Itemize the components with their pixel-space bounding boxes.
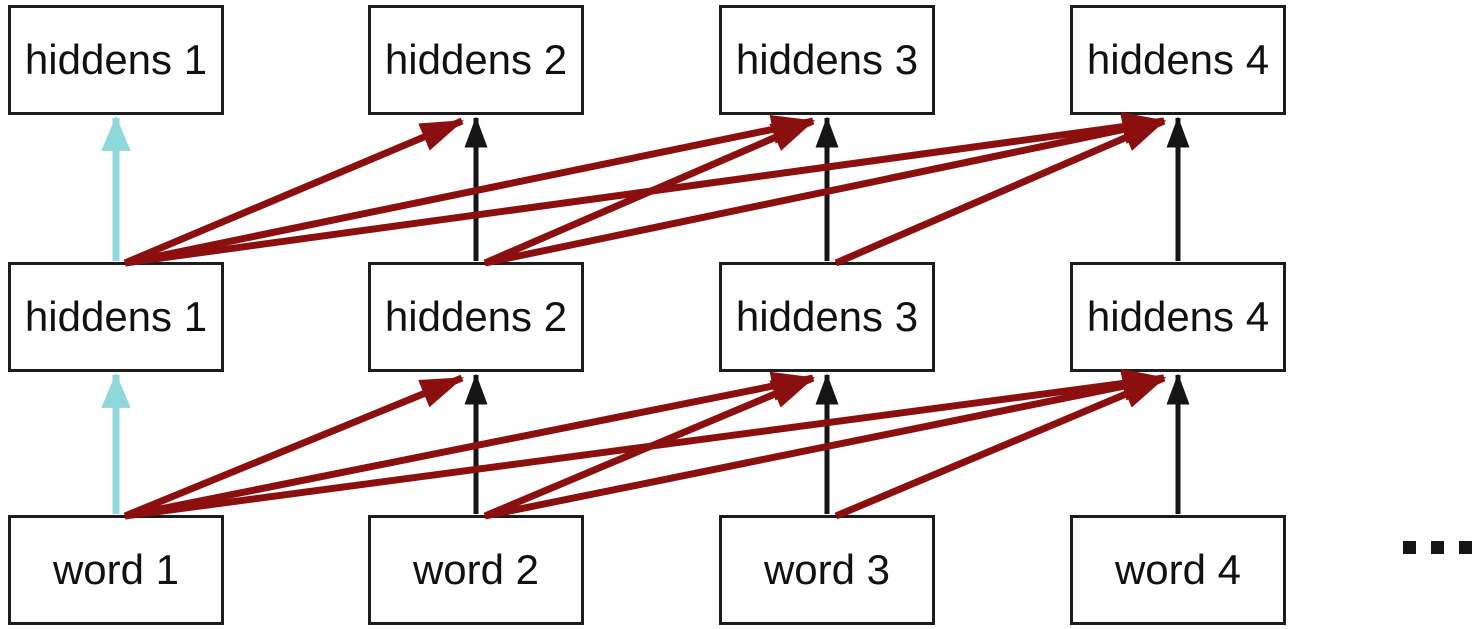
- arrow-m1-to-t3: [124, 114, 816, 267]
- arrow-w3-to-m4: [834, 374, 1166, 520]
- node-box-w3: word 3: [719, 515, 935, 625]
- arrow-w2-to-m4: [484, 371, 1167, 520]
- node-box-w4: word 4: [1070, 515, 1286, 625]
- node-box-t4: hiddens 4: [1070, 5, 1286, 115]
- node-box-w1: word 1: [8, 515, 224, 625]
- node-box-m4: hiddens 4: [1070, 262, 1286, 372]
- arrow-m1-to-t4: [124, 112, 1167, 267]
- node-box-w2: word 2: [368, 515, 584, 625]
- ellipsis-dot: [1459, 541, 1472, 554]
- arrow-m3-to-t4: [834, 117, 1166, 267]
- arrow-m2-to-t3: [483, 117, 815, 267]
- arrow-m1-to-t2: [123, 117, 464, 267]
- arrow-w2-to-m3: [483, 374, 815, 520]
- ellipsis-dot: [1431, 541, 1444, 554]
- node-box-t3: hiddens 3: [719, 5, 935, 115]
- arrow-w1-to-m2: [123, 374, 464, 520]
- arrow-w1-to-m4: [124, 368, 1167, 520]
- arrow-m2-to-t4: [484, 115, 1167, 267]
- node-box-m3: hiddens 3: [719, 262, 935, 372]
- arrow-w1-to-m3: [124, 371, 816, 520]
- node-box-t1: hiddens 1: [8, 5, 224, 115]
- node-box-m1: hiddens 1: [8, 262, 224, 372]
- node-box-m2: hiddens 2: [368, 262, 584, 372]
- node-box-t2: hiddens 2: [368, 5, 584, 115]
- ellipsis-dot: [1403, 541, 1416, 554]
- ellipsis: [1403, 541, 1472, 554]
